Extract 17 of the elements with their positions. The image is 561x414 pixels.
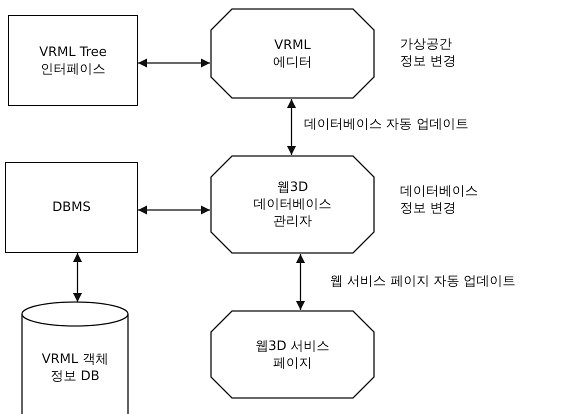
node-label: VRML 에디터 xyxy=(272,36,313,70)
side-note: 데이터베이스 정보 변경 xyxy=(400,183,479,217)
double-arrow xyxy=(73,253,82,302)
double-arrow xyxy=(296,254,305,310)
node-label: VRML 객체 정보 DB xyxy=(40,351,110,385)
edge-label: 웹 서비스 페이지 자동 업데이트 xyxy=(330,272,516,290)
edge-label: 데이터베이스 자동 업데이트 xyxy=(304,115,468,133)
side-note: 가상공간 정보 변경 xyxy=(400,36,458,70)
node-label: VRML Tree 인터페이스 xyxy=(38,44,108,78)
double-arrow xyxy=(287,99,296,155)
double-arrow xyxy=(138,58,210,68)
node-label: DBMS xyxy=(52,199,91,216)
node-label: 웹3D 서비스 페이지 xyxy=(254,338,331,372)
process-box xyxy=(5,162,138,253)
process-box xyxy=(8,15,138,106)
node-label: 웹3D 데이터베이스 관리자 xyxy=(252,179,332,230)
double-arrow xyxy=(138,206,210,214)
